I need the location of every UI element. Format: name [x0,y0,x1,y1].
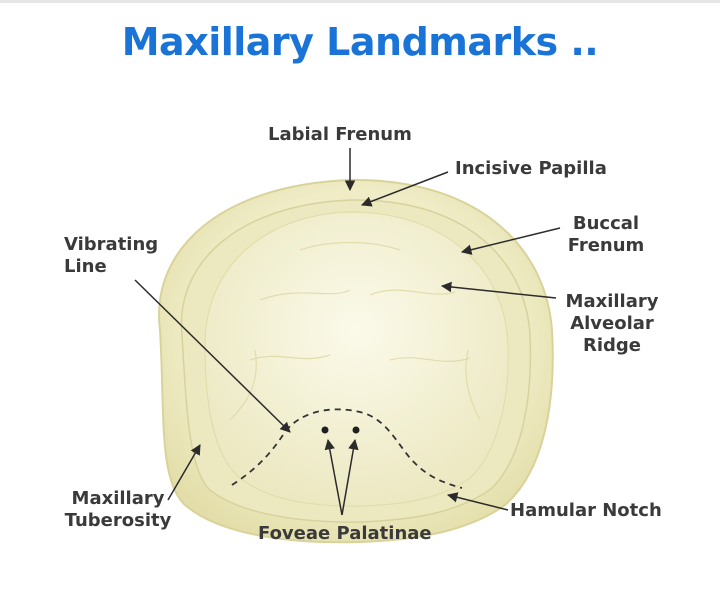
label-hamular-notch: Hamular Notch [510,500,662,521]
leader-incisive-papilla [361,171,449,207]
fovea-left-dot [321,426,329,434]
label-tuberosity-line1: Maxillary [71,488,165,509]
label-alveolar-ridge-line3: Ridge [582,335,641,356]
label-vibrating-line-line2: Line [64,256,107,277]
leader-buccal-frenum [460,227,561,255]
label-vibrating-line: Vibrating Line [64,234,158,278]
label-maxillary-tuberosity: Maxillary Tuberosity [58,488,178,532]
vibrating-line [231,408,463,489]
label-vibrating-line-line1: Vibrating [64,234,159,255]
leader-hamular-notch [446,492,509,511]
label-maxillary-alveolar-ridge: Maxillary Alveolar Ridge [560,291,664,357]
leader-alveolar-ridge [440,281,557,299]
page-title: Maxillary Landmarks .. [121,20,599,64]
palate-area [204,211,509,507]
fovea-right-dot [352,426,360,434]
leader-tuberosity [167,444,201,501]
label-buccal-frenum-line2: Frenum [567,235,645,256]
label-alveolar-ridge-line1: Maxillary [565,291,659,312]
label-labial-frenum: Labial Frenum [268,124,412,145]
label-foveae-palatinae: Foveae Palatinae [258,523,432,544]
label-tuberosity-line2: Tuberosity [64,510,172,531]
label-incisive-papilla: Incisive Papilla [455,158,607,179]
label-buccal-frenum: Buccal Frenum [560,213,652,257]
leader-vibrating-line [134,279,291,433]
label-buccal-frenum-line1: Buccal [572,213,640,234]
top-divider [0,0,720,3]
leader-fovea-left [324,438,343,516]
label-alveolar-ridge-line2: Alveolar [570,313,654,334]
leader-fovea-right [341,438,359,516]
